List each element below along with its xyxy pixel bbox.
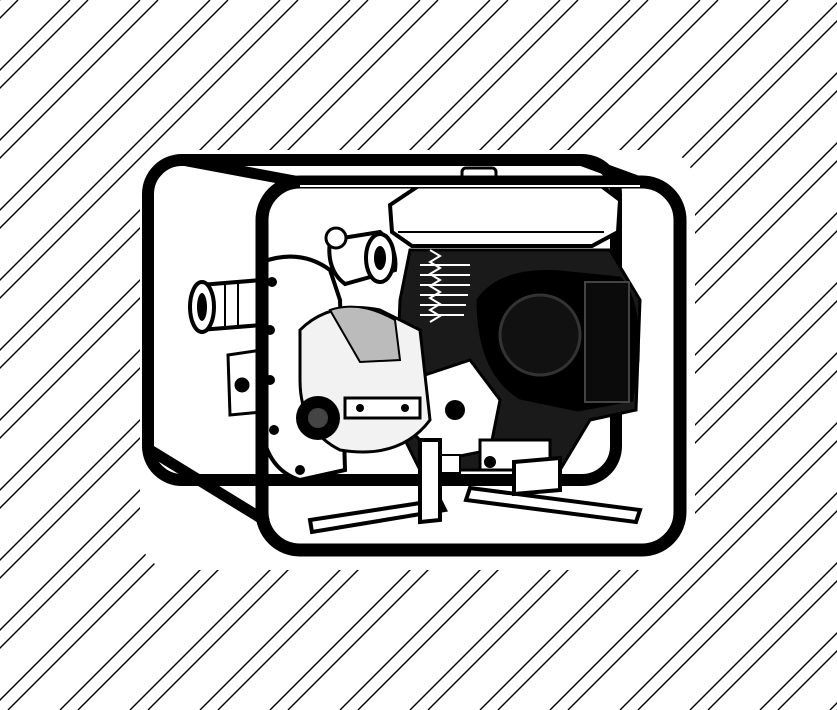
discharge-outlet <box>324 226 398 287</box>
hatch-line <box>0 0 299 299</box>
hatch-line <box>0 0 141 141</box>
front-frame <box>255 175 687 557</box>
engine-assembly <box>393 248 642 474</box>
hatch-line <box>0 0 421 421</box>
recoil-starter-icon <box>476 270 640 412</box>
pump-housing <box>260 254 432 483</box>
base-rails <box>307 438 643 535</box>
hatch-line <box>0 0 351 351</box>
hatch-line <box>0 0 19 19</box>
hatch-line <box>0 0 281 281</box>
hatch-line <box>689 562 837 710</box>
drain-plug-icon <box>296 396 340 440</box>
hatch-line <box>759 632 837 710</box>
hatch-line <box>409 282 837 710</box>
hatch-line <box>479 352 837 710</box>
hatch-line <box>0 0 71 71</box>
hatch-line <box>0 0 491 491</box>
hatch-line <box>0 0 369 369</box>
hatch-line <box>707 580 837 710</box>
hatch-line <box>777 650 837 710</box>
hatch-line <box>0 0 229 229</box>
hatch-line <box>0 0 439 439</box>
hatch-line <box>357 230 837 710</box>
spring-linkage <box>428 249 442 323</box>
hatch-line <box>619 492 837 710</box>
cooling-fins <box>420 264 470 316</box>
hatch-line <box>637 510 837 710</box>
hatch-line <box>567 440 837 710</box>
suction-inlet <box>188 277 264 334</box>
hatch-line <box>0 0 211 211</box>
hatch-line <box>427 300 837 710</box>
hatch-line <box>549 422 837 710</box>
hatch-line <box>0 0 159 159</box>
hatch-line <box>497 370 837 710</box>
